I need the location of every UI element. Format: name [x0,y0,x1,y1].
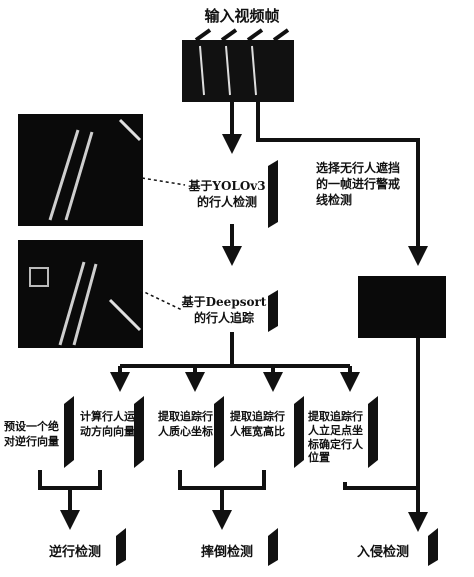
retrograde-merge [38,470,102,526]
output-fall-detection: 摔倒检测 [200,545,253,560]
intrusion-merge [343,482,418,490]
feature-motion-vector: 计算行人运 动方向向量 [80,410,142,440]
feature-1-line-1: 预设一个绝 [4,420,59,433]
video-frames-icon [182,28,294,102]
feature-2-line-1: 计算行人运 [80,410,135,423]
step-select-line-1: 选择无行人遮挡 [316,161,401,175]
output-intrusion-detection: 入侵检测 [356,545,409,560]
yolo-detection-thumbnail [18,114,143,226]
step-select-frame: 选择无行人遮挡 的一帧进行警戒 线检测 [316,160,426,209]
fall-merge [178,470,266,526]
title-input-video-frames: 输入视频帧 [204,7,280,25]
step-yolo-detection: 基于YOLOv3 的行人检测 [186,178,268,210]
feature-4-line-2: 人框宽高比 [230,424,285,438]
feature-2-line-2: 动方向向量 [80,424,135,438]
feature-5-line-3: 标确定行人 [308,437,363,451]
output-retrograde-detection: 逆行检测 [48,545,101,560]
feature-1-line-2: 对逆行向量 [4,434,59,448]
feature-4-tab [294,396,304,468]
deepsort-dashed-link [139,289,183,311]
feature-aspect-ratio: 提取追踪行 人框宽高比 [230,410,292,440]
step-yolo-line-2: 的行人检测 [196,195,257,210]
yolo-tab [268,160,278,228]
output-fall-tab [268,528,278,566]
feature-2-tab [134,396,144,468]
step-yolo-line-1: 基于YOLOv3 [188,179,266,193]
step-select-line-2: 的一帧进行警戒 [316,177,401,192]
feature-1-tab [64,396,74,468]
yolo-dashed-link [141,177,186,186]
feature-3-line-2: 人质心坐标 [158,424,213,438]
step-deepsort-tracking: 基于Deepsort 的行人追踪 [178,294,270,326]
feature-3-line-1: 提取追踪行 [158,410,213,423]
line-detection-box [358,276,446,338]
deepsort-tab [268,290,278,332]
step-deepsort-line-1: 基于Deepsort [181,295,267,309]
output-intrusion-tab [428,528,438,566]
feature-5-tab [368,396,378,468]
step-select-line-3: 线检测 [316,193,353,208]
feature-5-line-4: 位置 [308,451,330,465]
feature-3-tab [214,396,224,468]
feature-5-line-1: 提取追踪行 [308,410,363,423]
deepsort-tracking-thumbnail [18,240,143,348]
right-branch-line [256,102,428,266]
step-deepsort-line-2: 的行人追踪 [193,311,254,326]
feature-foot-position: 提取追踪行 人立足点坐 标确定行人 位置 [308,410,372,465]
feature-centroid: 提取追踪行 人质心坐标 [158,410,220,440]
feature-preset-vector: 预设一个绝 对逆行向量 [4,420,66,450]
feature-5-line-2: 人立足点坐 [308,423,363,437]
feature-4-line-1: 提取追踪行 [230,410,285,423]
output-retrograde-tab [116,528,126,566]
